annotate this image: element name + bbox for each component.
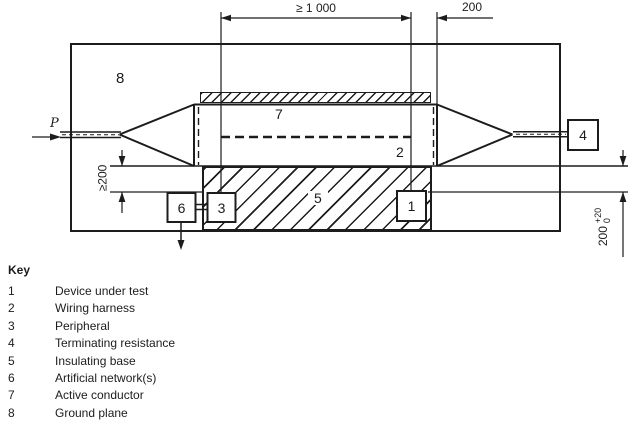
- peripheral-box: [206, 192, 237, 223]
- arrowhead-left-top: [118, 156, 126, 166]
- arrowhead-right-top: [619, 156, 627, 166]
- ground-plane-label: 8: [116, 70, 125, 87]
- dimension-200: 200: [462, 0, 483, 14]
- key-item: 8 Ground plane: [8, 406, 175, 423]
- arrowhead-200: [437, 14, 447, 22]
- key-item-number: 7: [8, 388, 15, 403]
- dimension-right-height-value: 200: [596, 226, 611, 247]
- power-input-label: P: [50, 116, 59, 131]
- dut-label: 1: [407, 198, 416, 214]
- right-taper: [436, 103, 513, 167]
- key-item: 4 Terminating resistance: [8, 336, 175, 353]
- key-item-label: Artificial network(s): [55, 370, 157, 385]
- key-item-number: 6: [8, 370, 15, 385]
- left-taper: [119, 103, 195, 167]
- network-peripheral-connector: [195, 203, 208, 211]
- key-item-number: 4: [8, 336, 15, 351]
- key-item-number: 2: [8, 301, 15, 316]
- dimension-harness-length: ≥ 1 000: [296, 1, 336, 15]
- key-item-number: 3: [8, 318, 15, 333]
- key-item-label: Active conductor: [55, 388, 144, 403]
- key-title: Key: [8, 263, 31, 277]
- key-legend: Key 1 Device under test 2 Wiring harness 3…: [8, 263, 175, 423]
- feed-line: [60, 131, 121, 139]
- active-conductor-hatch: [200, 92, 431, 103]
- key-item: 6 Artificial network(s): [8, 371, 175, 388]
- key-item: 3 Peripheral: [8, 319, 175, 336]
- key-item: 5 Insulating base: [8, 354, 175, 371]
- peripheral-label: 3: [217, 199, 226, 216]
- insulating-base-label: 5: [308, 191, 328, 205]
- wiring-harness-label: 2: [396, 144, 404, 160]
- arrowhead-harness-right: [401, 14, 411, 22]
- key-item-label: Wiring harness: [55, 301, 136, 316]
- ground-lead-arrowhead: [177, 240, 185, 250]
- key-item-number: 8: [8, 405, 15, 420]
- arrowhead-right-bottom: [619, 192, 627, 202]
- power-arrowhead: [50, 133, 61, 141]
- active-conductor-label: 7: [275, 106, 283, 122]
- dimension-left-height: ≥200: [95, 164, 110, 192]
- diagram-linework: [32, 12, 628, 257]
- arrowhead-left-bottom: [118, 192, 126, 202]
- key-item: 2 Wiring harness: [8, 301, 175, 318]
- key-item-label: Device under test: [55, 284, 149, 298]
- key-item-label: Peripheral: [55, 318, 110, 333]
- arrowhead-harness-left: [221, 14, 231, 22]
- dimension-right-tol-minus: 0: [602, 218, 613, 224]
- key-item-label: Insulating base: [55, 353, 136, 368]
- key-item-label: Ground plane: [55, 405, 128, 420]
- artificial-network-box: [166, 192, 197, 223]
- terminating-resistance-box: [567, 119, 599, 151]
- key-item-label: Terminating resistance: [55, 336, 176, 351]
- key-item-number: 5: [8, 353, 15, 368]
- artificial-network-label: 6: [177, 199, 186, 216]
- termination-line: [513, 131, 568, 138]
- key-item: 1 Device under test: [8, 284, 175, 301]
- terminating-resistance-label: 4: [579, 127, 587, 143]
- key-item: 7 Active conductor: [8, 388, 175, 405]
- dut-box: [396, 190, 427, 222]
- key-item-number: 1: [8, 284, 15, 298]
